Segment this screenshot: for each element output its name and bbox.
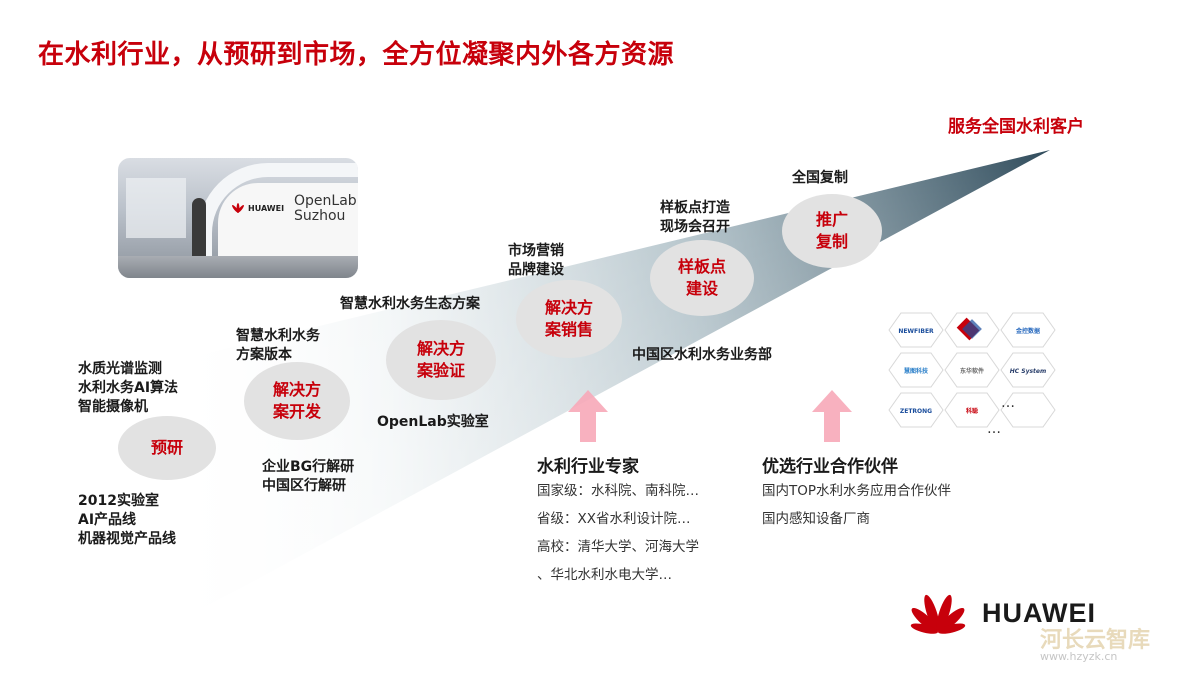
stage-development-circle: 解决方案开发 (244, 362, 350, 440)
partner-logo-honeycomb: NEWFIBER 金控数据 慧图科技 东华软件 HC System ZETRON… (888, 312, 1056, 437)
partners-list: 国内TOP水利水务应用合作伙伴 国内感知设备厂商 (762, 477, 951, 533)
pilot-above-label: 样板点打造现场会召开 (660, 200, 730, 235)
development-above-label: 智慧水利水务方案版本 (236, 328, 320, 363)
target-label: 服务全国水利客户 (948, 117, 1084, 137)
huawei-flower-icon (232, 203, 244, 213)
experts-item: 、华北水利水电大学… (537, 567, 672, 583)
experts-item: 省级：XX省水利设计院… (537, 511, 691, 527)
partner-logo-text: ZETRONG (900, 408, 932, 415)
experts-item: 国家级：水科院、南科院… (537, 483, 699, 499)
experts-up-arrow-icon (568, 390, 608, 442)
stage-promotion-circle: 推广复制 (782, 194, 882, 268)
partners-item: 国内感知设备厂商 (762, 511, 870, 527)
research-above-label: 水质光谱监测水利水务AI算法智能摄像机 (78, 361, 179, 415)
experts-list: 国家级：水科院、南科院… 省级：XX省水利设计院… 高校：清华大学、河海大学 、… (537, 477, 699, 589)
watermark-url: www.hzyzk.cn (1040, 650, 1118, 663)
page-title: 在水利行业，从预研到市场，全方位凝聚内外各方资源 (38, 40, 675, 70)
huawei-logo-icon (910, 594, 966, 634)
openlab-photo: HUAWEI OpenLab Suzhou (118, 158, 358, 278)
partner-logo-text: NEWFIBER (898, 328, 934, 335)
partner-logo-text: 东华软件 (960, 367, 984, 375)
partners-heading: 优选行业合作伙伴 (762, 457, 898, 477)
development-below-label: 企业BG行解研中国区行解研 (262, 459, 355, 494)
stage-research-circle: 预研 (118, 416, 216, 480)
photo-floor (118, 256, 358, 278)
watermark-text: 河长云智库 (1040, 628, 1151, 653)
sales-below-label: 中国区水利水务业务部 (632, 347, 772, 363)
stage-pilot-circle: 样板点建设 (650, 240, 754, 316)
photo-huawei-text: HUAWEI (248, 204, 285, 213)
partner-logo-text: 科聪 (966, 407, 978, 415)
verification-below-label: OpenLab实验室 (377, 414, 489, 430)
partner-more-dots-2: … (987, 421, 1001, 437)
partner-more-dots: … (1001, 395, 1015, 411)
experts-item: 高校：清华大学、河海大学 (537, 539, 699, 555)
promotion-above-label: 全国复制 (792, 170, 848, 186)
partner-logo-text: 金控数据 (1015, 327, 1040, 335)
partners-item: 国内TOP水利水务应用合作伙伴 (762, 483, 952, 499)
stage-sales-circle: 解决方案销售 (516, 280, 622, 358)
partner-logo-text: HC System (1010, 368, 1047, 375)
experts-heading: 水利行业专家 (537, 457, 639, 477)
verification-above-label: 智慧水利水务生态方案 (340, 296, 480, 312)
huawei-brand-text: HUAWEI (982, 598, 1096, 628)
photo-openlab-text: OpenLab Suzhou (294, 193, 357, 224)
partners-up-arrow-icon (812, 390, 852, 442)
stage-verification-circle: 解决方案验证 (386, 320, 496, 400)
sales-above-label: 市场营销品牌建设 (508, 243, 564, 278)
photo-window (126, 178, 186, 238)
partner-logo-text: 慧图科技 (904, 367, 929, 375)
